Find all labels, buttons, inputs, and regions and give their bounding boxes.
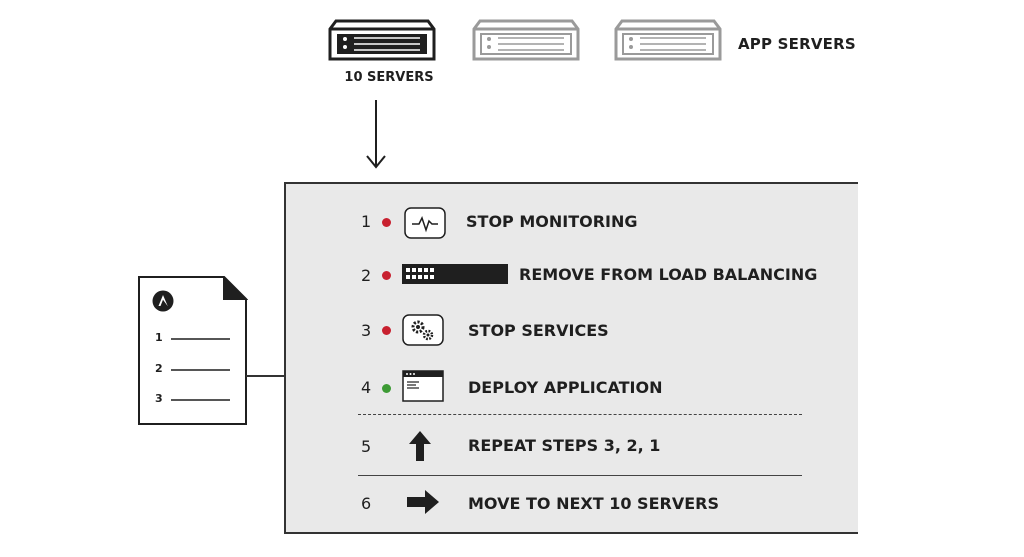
steps-panel: [284, 182, 858, 534]
playbook-line-number: 3: [155, 392, 163, 405]
status-dot-red: [382, 326, 391, 335]
app-window-icon: [402, 370, 444, 406]
step-label: REMOVE FROM LOAD BALANCING: [519, 265, 818, 284]
step-number: 3: [361, 321, 372, 340]
playbook-document: 1 2 3: [138, 274, 249, 430]
status-dot-green: [382, 384, 391, 393]
server-icon: [614, 18, 722, 64]
step-label: STOP MONITORING: [466, 212, 638, 231]
dashed-separator: [358, 414, 802, 415]
gears-icon: [402, 314, 444, 350]
connector-line: [246, 375, 286, 377]
load-balancer-icon: [402, 264, 508, 288]
arrow-up-icon: [408, 430, 432, 466]
step-number: 5: [361, 437, 372, 456]
step-label: STOP SERVICES: [468, 321, 609, 340]
step-label: REPEAT STEPS 3, 2, 1: [468, 436, 661, 455]
step-number: 1: [361, 212, 372, 231]
ansible-logo: [152, 290, 174, 316]
playbook-line-number: 1: [155, 331, 163, 344]
step-number: 4: [361, 378, 372, 397]
step-label: DEPLOY APPLICATION: [468, 378, 663, 397]
step-number: 6: [361, 494, 372, 513]
monitoring-pulse-icon: [404, 207, 446, 243]
arrow-right-icon: [406, 489, 440, 519]
server-icon-active: [328, 18, 436, 64]
step-label: MOVE TO NEXT 10 SERVERS: [468, 494, 719, 513]
arrow-down-icon: [364, 100, 388, 174]
app-servers-label: APP SERVERS: [738, 35, 856, 53]
status-dot-red: [382, 271, 391, 280]
playbook-line-number: 2: [155, 362, 163, 375]
server-icon: [472, 18, 580, 64]
servers-caption: 10 SERVERS: [344, 70, 434, 85]
step-number: 2: [361, 266, 372, 285]
status-dot-red: [382, 218, 391, 227]
solid-separator: [358, 475, 802, 476]
